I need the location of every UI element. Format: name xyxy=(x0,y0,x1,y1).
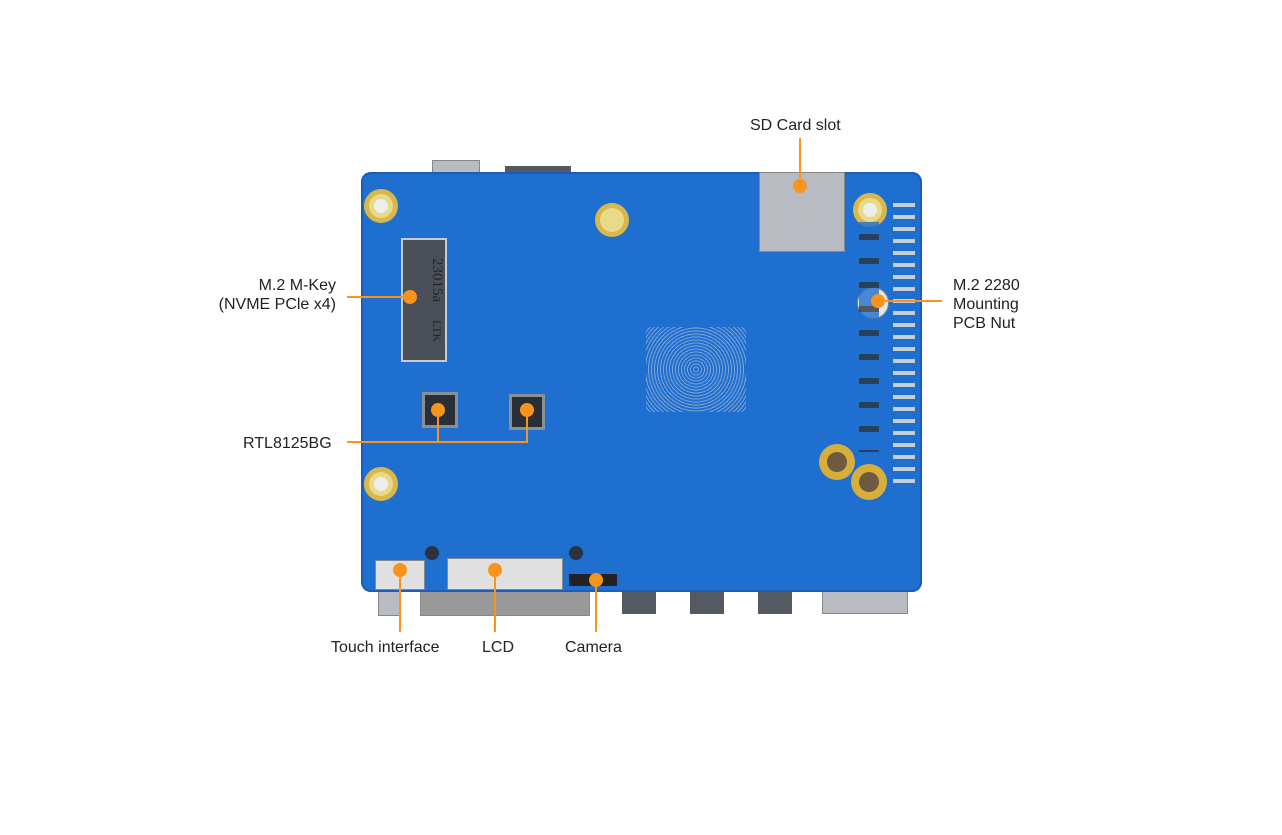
label-lcd: LCD xyxy=(482,639,515,656)
lcd-connector-edge xyxy=(420,590,590,616)
audio-port-3 xyxy=(758,588,792,614)
label-line: M.2 M-Key xyxy=(258,277,336,294)
gpio-header-pins xyxy=(893,197,915,487)
callout-dot xyxy=(403,290,417,304)
lcd-connector xyxy=(447,558,563,590)
label-touch-interface: Touch interface xyxy=(331,639,440,656)
label-rtl8125bg: RTL8125BG xyxy=(243,435,332,452)
m2-slot: 23015a LTK xyxy=(401,238,447,362)
label-m2-mkey: M.2 M-Key (NVME PCle x4) xyxy=(200,276,336,314)
mounting-pad xyxy=(851,464,887,500)
m2-slot-marking: 23015a xyxy=(429,257,445,303)
callout-dot xyxy=(793,179,807,193)
label-sd-card-slot: SD Card slot xyxy=(750,117,841,134)
mounting-hole xyxy=(364,189,398,223)
audio-port-1 xyxy=(622,588,656,614)
mounting-hole xyxy=(364,467,398,501)
pcb-board: 23015a LTK xyxy=(361,172,922,592)
callout-dot xyxy=(589,573,603,587)
callout-dot xyxy=(488,563,502,577)
callout-line xyxy=(526,410,528,442)
label-line: Mounting xyxy=(953,296,1019,313)
mounting-pad xyxy=(819,444,855,480)
callout-dot xyxy=(393,563,407,577)
usb-port-right xyxy=(822,588,908,614)
callout-line xyxy=(347,441,528,443)
usb-port xyxy=(378,590,400,616)
mounting-hole xyxy=(595,203,629,237)
soc-pad-grid xyxy=(646,327,746,412)
audio-port-2 xyxy=(690,588,724,614)
callout-line xyxy=(347,296,410,298)
capacitor xyxy=(569,546,583,560)
capacitor xyxy=(425,546,439,560)
callout-dot xyxy=(520,403,534,417)
ethernet-chip-1 xyxy=(422,392,458,428)
smd-components xyxy=(859,222,879,452)
callout-dot xyxy=(871,294,885,308)
callout-line xyxy=(494,570,496,632)
callout-line xyxy=(799,138,801,186)
m2-slot-brand: LTK xyxy=(430,319,444,343)
label-m2-nut: M.2 2280 Mounting PCB Nut xyxy=(953,276,1020,333)
callout-line xyxy=(595,580,597,632)
label-line: M.2 2280 xyxy=(953,277,1020,294)
label-line: (NVME PCle x4) xyxy=(218,296,336,313)
top-connector xyxy=(505,166,571,176)
label-line: PCB Nut xyxy=(953,315,1016,332)
callout-line xyxy=(399,570,401,632)
callout-line xyxy=(437,410,439,442)
label-camera: Camera xyxy=(565,639,622,656)
callout-dot xyxy=(431,403,445,417)
callout-line xyxy=(878,300,942,302)
